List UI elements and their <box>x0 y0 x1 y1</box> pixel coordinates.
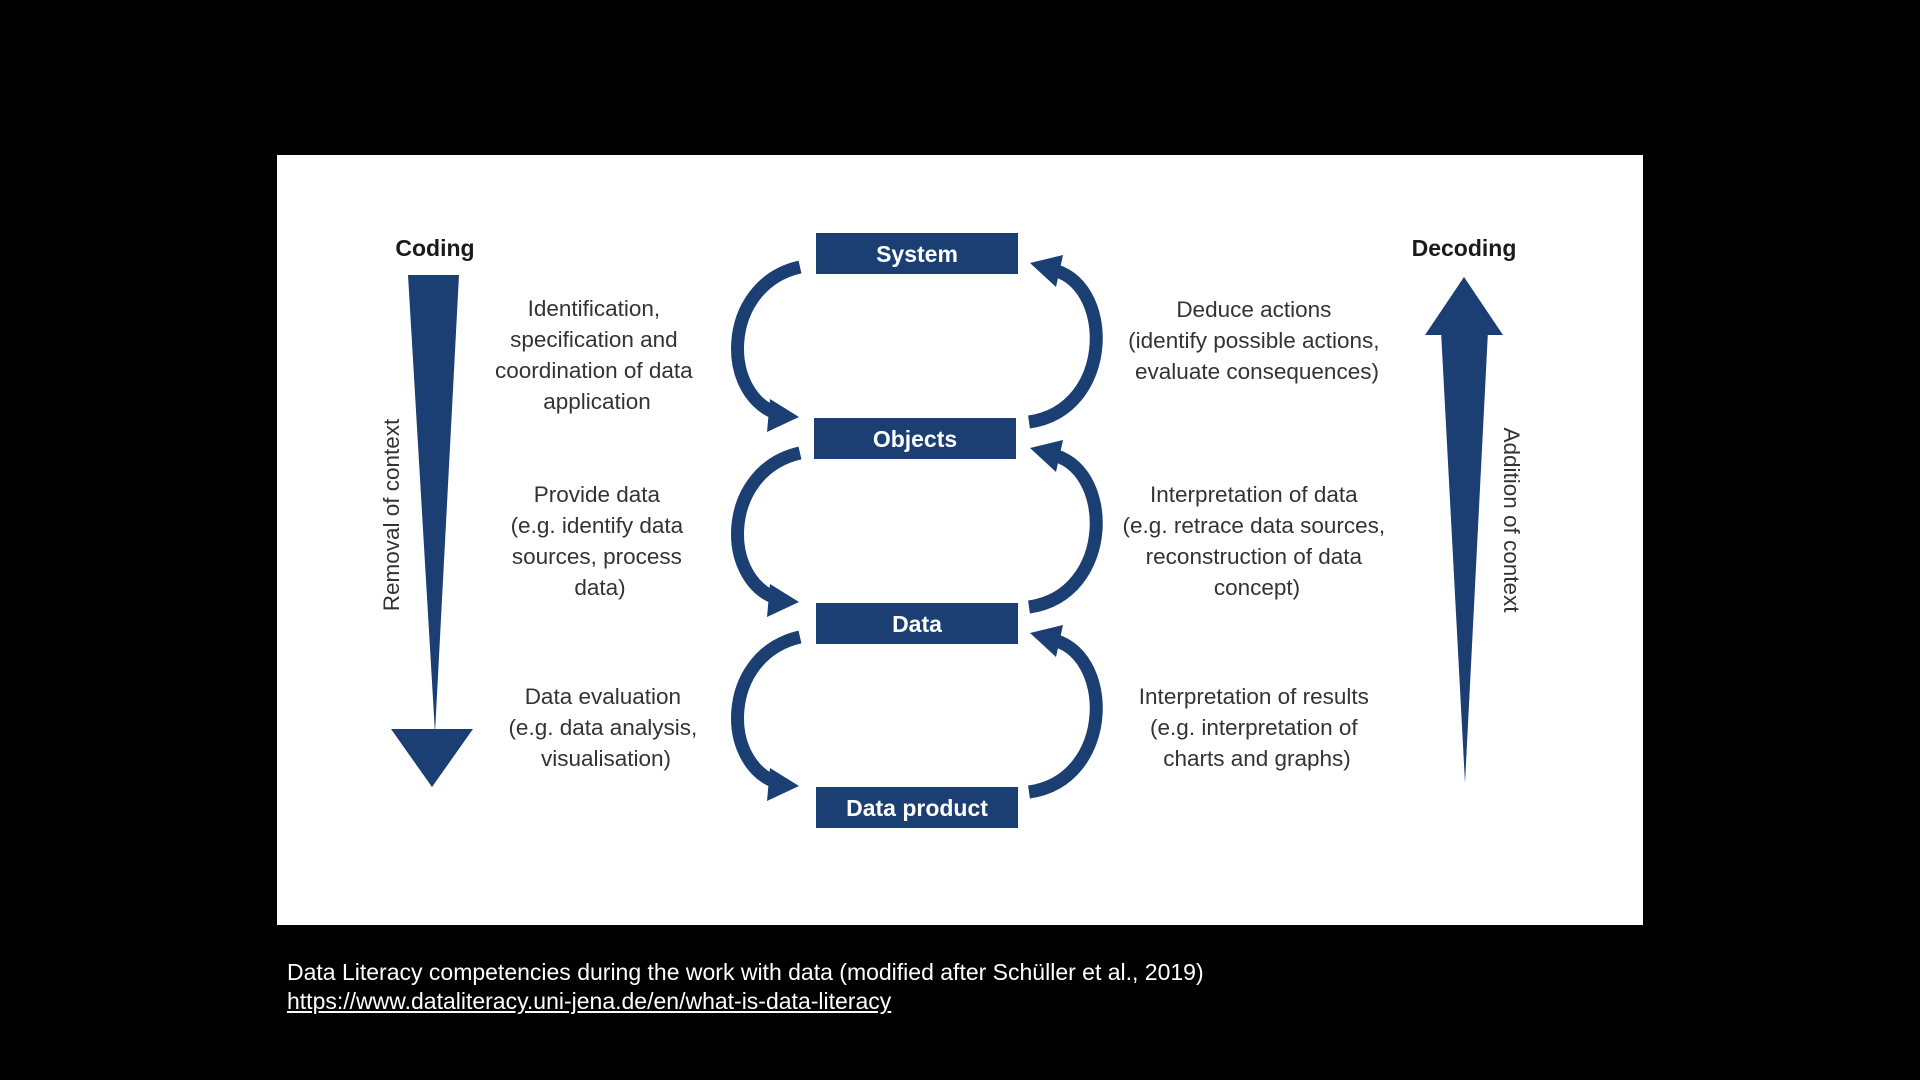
caption-text: Data Literacy competencies during the wo… <box>287 959 1204 985</box>
down-arrow-icon <box>391 275 473 787</box>
box-data-product: Data product <box>816 787 1018 828</box>
box-data-product-label: Data product <box>846 795 988 821</box>
coding-title: Coding <box>395 235 474 261</box>
box-data-label: Data <box>892 611 942 637</box>
left-step-1-text: Identification, specification and coordi… <box>495 296 699 414</box>
curved-arrow-down-icon <box>731 446 802 617</box>
right-step-2-text: Interpretation of data (e.g. retrace dat… <box>1123 482 1392 600</box>
caption: Data Literacy competencies during the wo… <box>287 958 1204 1016</box>
curved-arrow-up-icon <box>1027 255 1103 429</box>
curved-arrow-up-icon <box>1027 625 1103 799</box>
up-arrow-icon <box>1425 277 1503 783</box>
box-system-label: System <box>876 241 958 267</box>
left-step-2-text: Provide data (e.g. identify data sources… <box>511 482 690 600</box>
left-step-3-text: Data evaluation (e.g. data analysis, vis… <box>508 684 703 771</box>
curved-arrow-down-icon <box>731 630 802 801</box>
curved-arrow-down-icon <box>731 260 802 432</box>
right-step-3-text: Interpretation of results (e.g. interpre… <box>1139 684 1375 771</box>
box-objects-label: Objects <box>873 426 957 452</box>
removal-of-context-label: Removal of context <box>379 418 404 611</box>
diagram-panel: Coding Decoding Removal of context Addit… <box>277 155 1643 925</box>
box-data: Data <box>816 603 1018 644</box>
data-literacy-diagram: Coding Decoding Removal of context Addit… <box>379 233 1524 828</box>
source-link[interactable]: https://www.dataliteracy.uni-jena.de/en/… <box>287 988 892 1014</box>
addition-of-context-label: Addition of context <box>1499 427 1524 613</box>
curved-arrow-up-icon <box>1027 440 1103 614</box>
box-objects: Objects <box>814 418 1016 459</box>
box-system: System <box>816 233 1018 274</box>
decoding-title: Decoding <box>1412 235 1517 261</box>
right-step-1-text: Deduce actions (identify possible action… <box>1128 297 1386 384</box>
